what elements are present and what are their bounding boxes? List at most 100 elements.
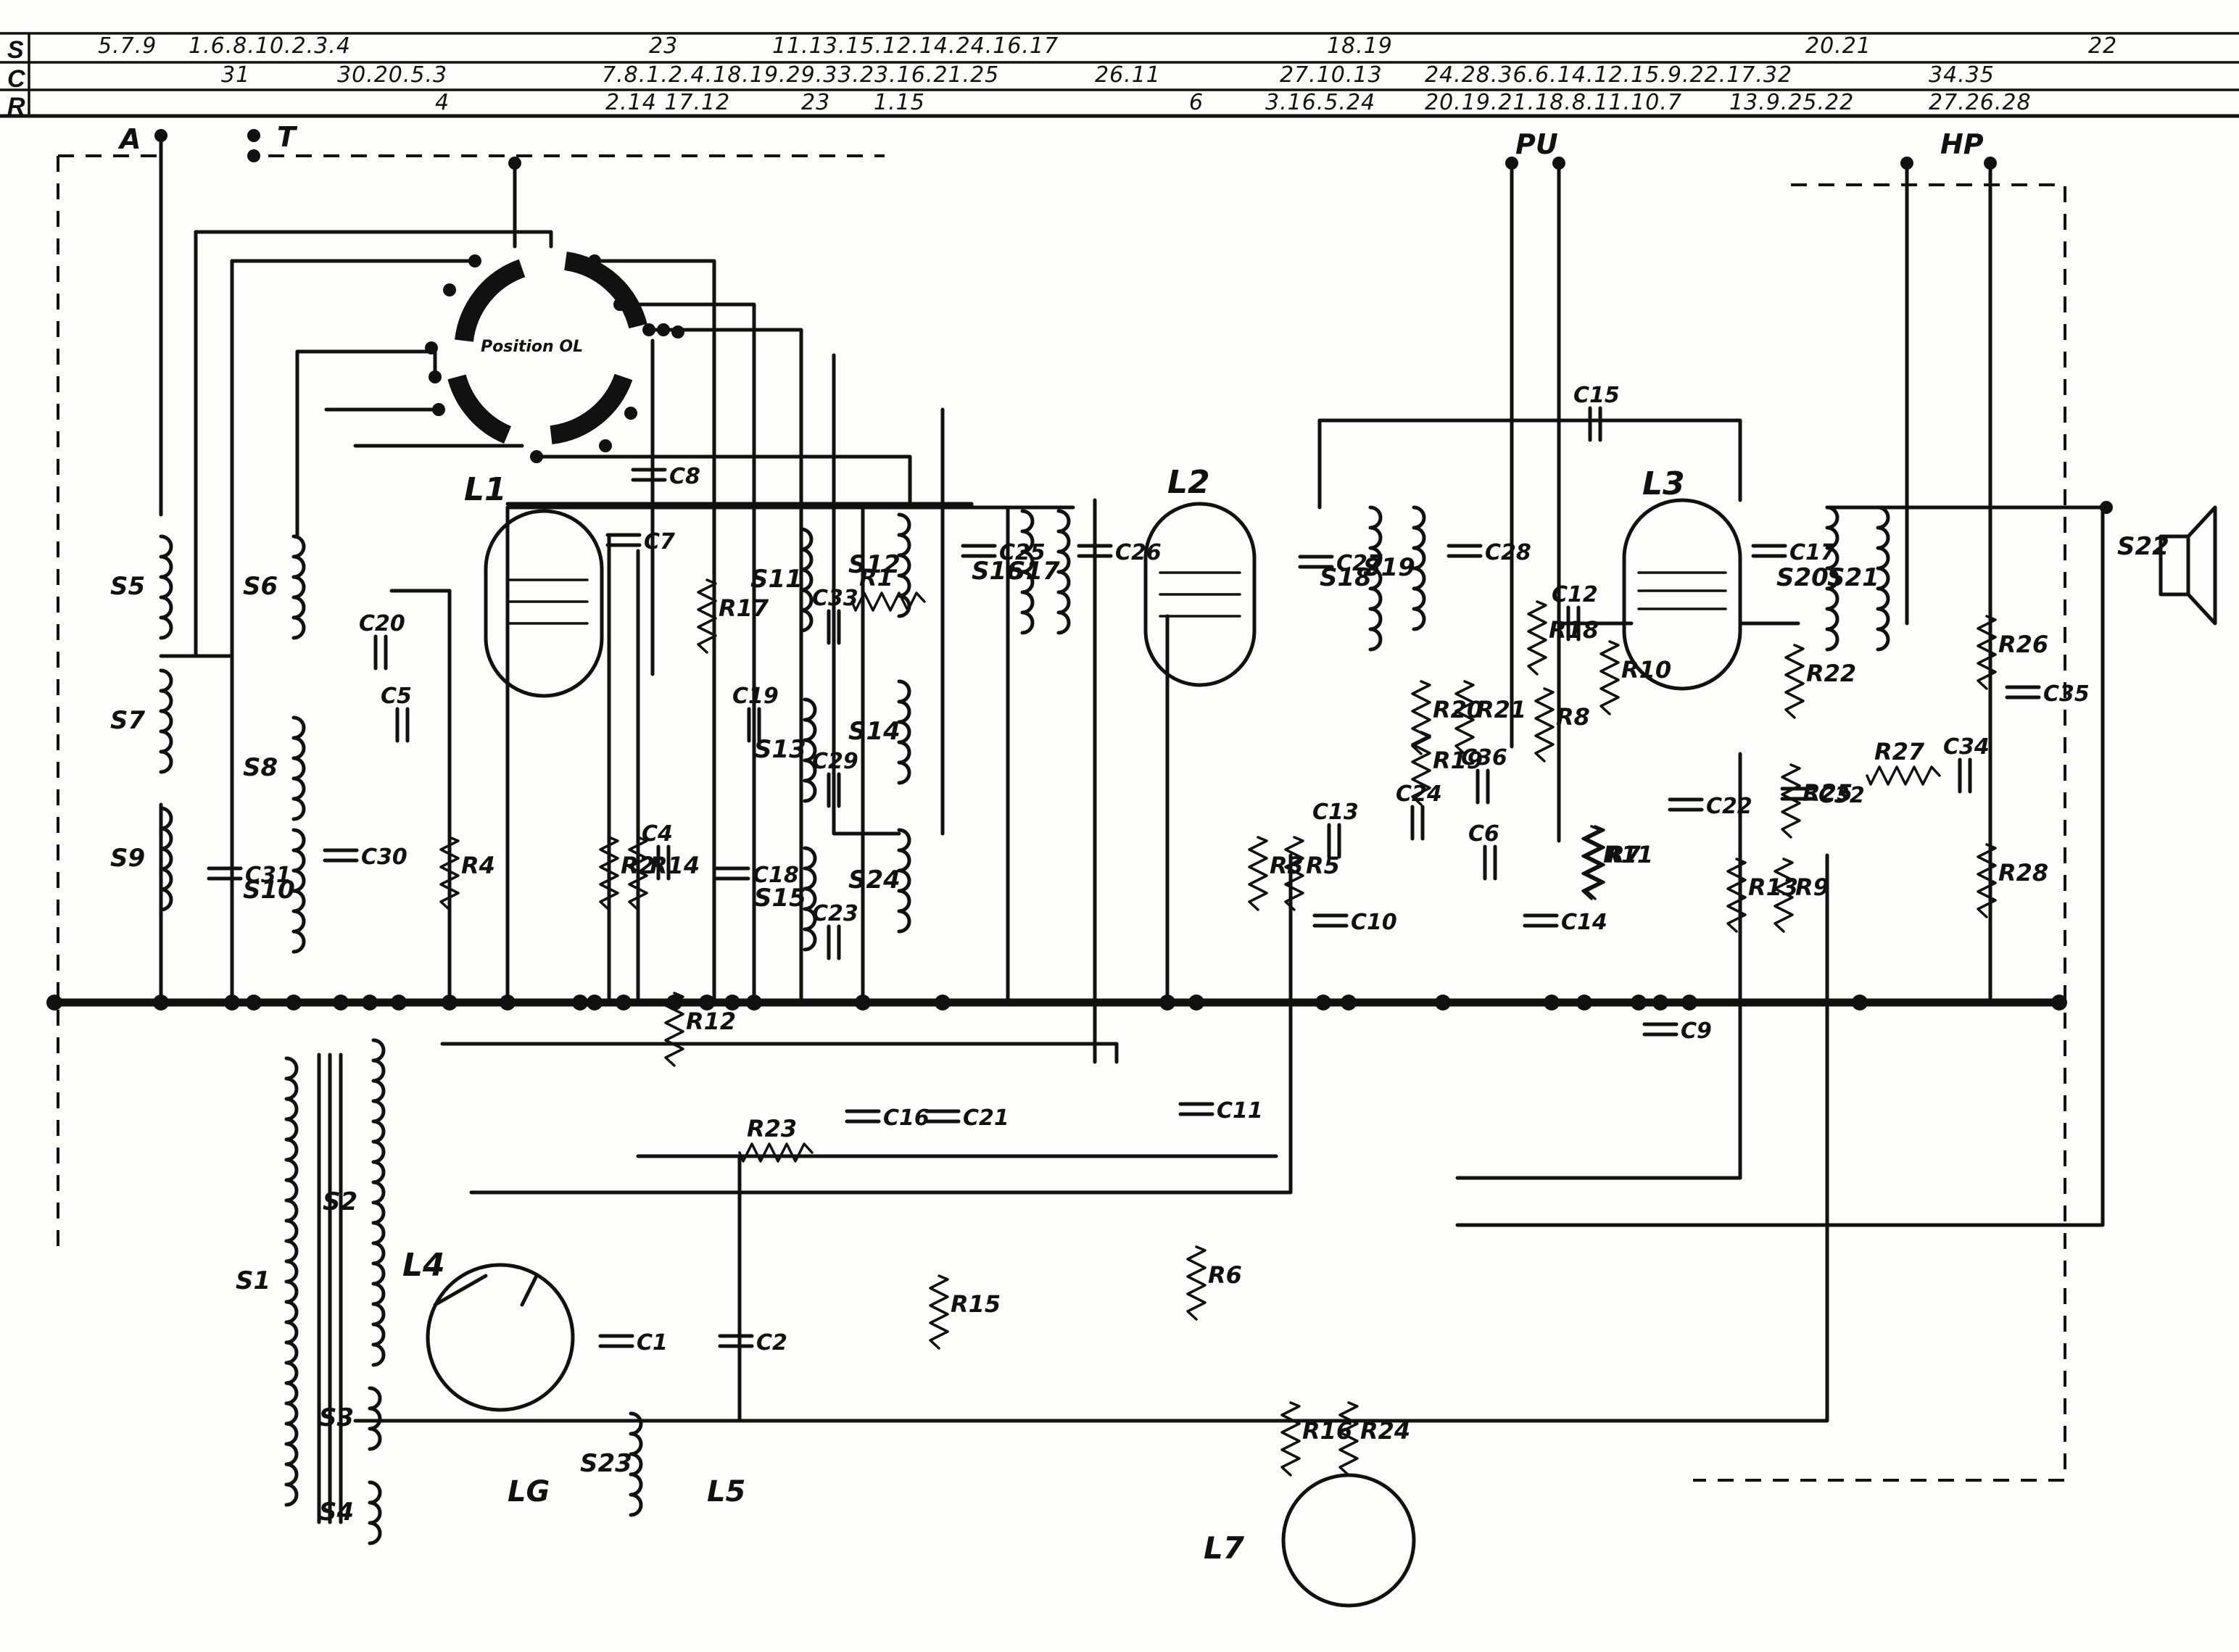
index-row-R: R 4 2.14 17.12 23 1.15 6 3.16.5.24 20.19… [0,90,2239,123]
bus-junction [1544,995,1560,1010]
capacitor-c18 [714,866,750,881]
tube-label: L1 [464,471,507,508]
capacitor-c8 [631,468,667,482]
bus-junction [333,995,349,1010]
coil-s16 [1020,509,1035,635]
bus-junction [1341,995,1357,1010]
resistor-label: R12 [686,1008,736,1035]
tube-L7: L7 [1204,1473,1416,1608]
capacitor-label: C5 [381,684,412,709]
capacitor-c1 [598,1334,634,1348]
component-index-table: S 5.7.9 1.6.8.10.2.3.4 23 11.13.15.12.14… [0,0,2239,120]
resistor-r27 [1866,765,1941,786]
resistor-label: R24 [1360,1417,1410,1445]
capacitor-c15 [1588,406,1602,442]
index-cell: 20.21 [1805,33,1871,59]
capacitor-c26 [1077,544,1113,558]
antenna-terminal: A [117,123,167,517]
capacitor-c19 [747,707,761,743]
resistor-r17 [697,578,717,654]
capacitor-c11 [1178,1102,1214,1116]
capacitor-c31 [207,866,243,881]
capacitor-c24 [1410,805,1425,841]
capacitor-c6 [1483,844,1497,881]
tube-L1: L1 [464,471,604,698]
index-cell: 1.15 [874,90,925,115]
index-cell: 7.8.1.2.4.18.19.29.33.23.16.21.25 [602,62,1000,88]
capacitor-label: C35 [2043,681,2090,707]
resistor-label: R5 [1306,852,1340,879]
coil-s21 [1876,505,1890,652]
resistor-r22 [1784,644,1805,719]
index-cell: 27.26.28 [1929,90,2032,115]
resistor-label: R23 [747,1115,797,1142]
coil-s23 [629,1411,643,1517]
coil-s17 [1056,509,1071,635]
earth-terminal: T [247,121,298,162]
capacitor-label: C24 [1396,781,1442,807]
tube-L2: L2 [1143,464,1257,687]
resistor-r14 [628,836,648,911]
bus-junction [587,995,603,1010]
bus-junction [1852,995,1868,1010]
capacitor-c13 [1327,823,1341,859]
coil-label: S10 [243,876,295,905]
resistor-label: R15 [951,1290,1001,1318]
coil-s14 [897,679,911,785]
index-cell: 34.35 [1929,62,1995,88]
bus-junction [935,995,951,1010]
capacitor-c32 [1780,786,1816,801]
capacitor-label: C25 [999,540,1046,565]
bus-junction [1652,995,1668,1010]
capacitor-label: C27 [1336,551,1383,576]
resistor-label: R27 [1874,738,1925,765]
index-cell: 31 [221,62,251,88]
capacitor-label: C4 [642,821,673,847]
resistor-r11 [1581,825,1602,900]
coil-label: S24 [848,866,901,895]
coil-s15 [803,846,817,952]
index-cell: 20.19.21.18.8.11.10.7 [1425,90,1682,115]
coil-s11 [799,527,814,633]
index-row-C: C 31 30.20.5.3 7.8.1.2.4.18.19.29.33.23.… [0,62,2239,96]
resistor-r5 [1284,836,1304,911]
resistor-label: R28 [1998,859,2048,887]
resistor-label: R20 [1433,696,1483,723]
resistor-r15 [929,1274,949,1350]
bus-junction [1315,995,1331,1010]
resistor-label: R19 [1433,747,1483,774]
mains-transformer [317,1053,343,1524]
capacitor-c28 [1447,544,1483,558]
coil-label: S18 [1320,563,1372,592]
coil-s12 [897,512,911,618]
bus-junction [1631,995,1647,1010]
coil-label: S6 [243,572,278,601]
coil-label: S21 [1827,563,1879,592]
resistor-r23 [738,1142,814,1163]
index-key: C [7,65,25,93]
resistor-r3 [1248,836,1268,911]
resistor-r7 [1585,825,1605,900]
capacitor-label: C31 [245,863,291,888]
coil-s2 [371,1038,386,1367]
index-cell: 6 [1189,90,1204,115]
capacitor-c22 [1668,797,1704,812]
capacitor-c5 [395,707,410,743]
capacitor-label: C15 [1573,383,1620,408]
coil-label: S16 [972,557,1024,586]
capacitor-c16 [845,1109,881,1124]
resistor-label: R25 [1803,779,1853,807]
earth-label: T [277,121,298,153]
coil-label: S14 [848,717,901,746]
coil-label: S13 [754,735,806,764]
lamp-label-L5: L5 [707,1475,746,1508]
capacitor-c2 [718,1334,754,1348]
capacitor-label: C19 [732,684,779,709]
resistor-label: R16 [1302,1417,1352,1445]
resistor-r1 [851,592,926,612]
index-cell: 3.16.5.24 [1265,90,1376,115]
coil-s3 [368,1386,382,1451]
capacitor-label: C18 [753,863,799,888]
coil-label: S20 [1776,563,1829,592]
capacitor-c34 [1958,757,1972,794]
